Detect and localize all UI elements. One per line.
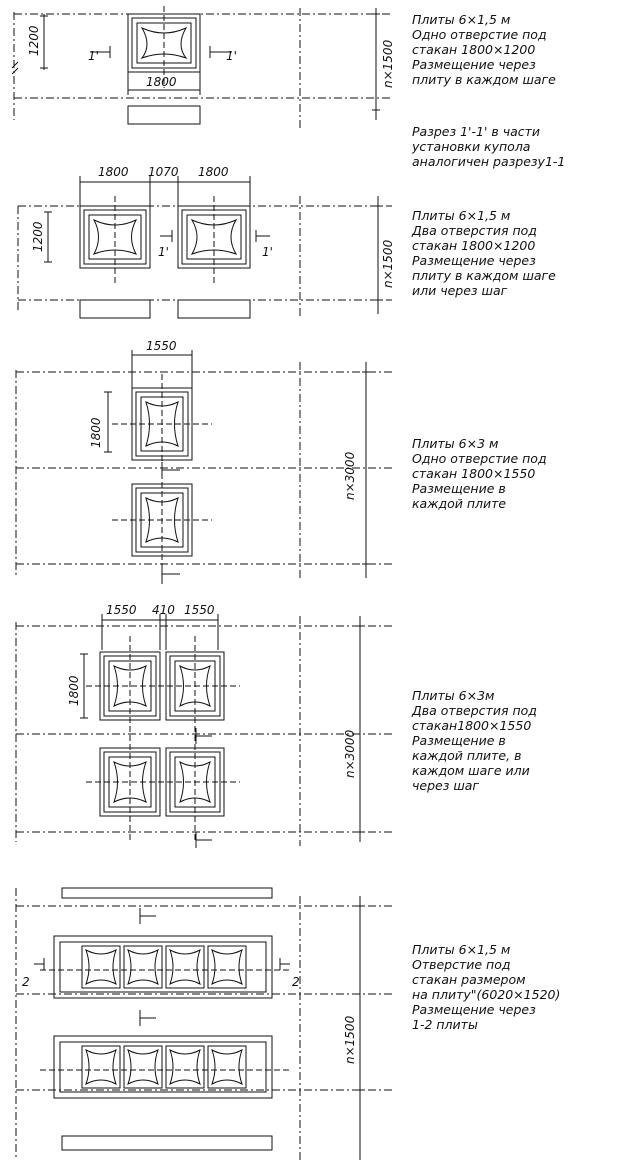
dim-p3-width: 1550: [146, 339, 177, 353]
note-panel-4: Плиты 6×3м Два отверстия под стакан1800×…: [412, 688, 617, 793]
dim-p2-height: 1200: [31, 221, 45, 252]
note-line: Плиты 6×3 м: [412, 436, 499, 451]
dim-p1-height: 1200: [27, 25, 41, 56]
dim-p2-step: n×1500: [381, 239, 395, 288]
panel-1-single-opening-6x1.5: [11, 6, 392, 128]
note-line: стакан размером: [412, 972, 526, 987]
dim-p3-height: 1800: [89, 417, 103, 448]
note-line: 1-2 плиты: [412, 1017, 478, 1032]
dim-p2-width-a: 1800: [98, 165, 129, 179]
note-line: через шаг: [412, 778, 479, 793]
note-line: Разрез 1'-1' в части: [412, 124, 541, 139]
note-line: Размещение через: [412, 57, 536, 72]
note-line: или через шаг: [412, 283, 508, 298]
note-panel-3: Плиты 6×3 м Одно отверстие под стакан 18…: [412, 436, 617, 511]
note-line: Плиты 6×1,5 м: [412, 12, 511, 27]
note-line: Отверстие под: [412, 957, 511, 972]
dim-p4-width-b: 1550: [184, 603, 215, 617]
panel-4-two-openings-6x3: [15, 614, 392, 848]
dim-p4-gap: 410: [152, 603, 175, 617]
note-line: Плиты 6×1,5 м: [412, 208, 511, 223]
section-mark-p1-left: 1': [88, 49, 99, 63]
panel-2-two-openings-6x1.5: [17, 176, 392, 319]
dim-p1-width: 1800: [146, 75, 177, 89]
note-line: каждой плите: [412, 496, 507, 511]
dim-p4-step: n×3000: [343, 729, 357, 778]
note-panel-2: Плиты 6×1,5 м Два отверстия под стакан 1…: [412, 208, 617, 298]
dimension-labels: 1200 1800 n×1500 1' 1' 1800 1070 1800 12…: [22, 25, 395, 1064]
note-line: Два отверстия под: [412, 223, 537, 238]
note-line: плиту в каждом шаге: [412, 268, 556, 283]
section-mark-p5-right: 2: [292, 975, 300, 989]
note-line: стакан 1800×1550: [412, 466, 536, 481]
note-line: Размещение в: [412, 481, 506, 496]
note-line: Размещение через: [412, 253, 536, 268]
note-line: стакан 1800×1200: [412, 238, 536, 253]
section-mark-p5-left: 2: [22, 975, 30, 989]
note-line: Плиты 6×1,5 м: [412, 942, 511, 957]
note-line: каждой плите, в: [412, 748, 522, 763]
dim-p2-width-b: 1800: [198, 165, 229, 179]
note-line: Плиты 6×3м: [412, 688, 495, 703]
note-section-remark: Разрез 1'-1' в части установки купола ан…: [412, 124, 617, 169]
note-line: Два отверстия под: [412, 703, 537, 718]
dim-p4-height: 1800: [67, 675, 81, 706]
dim-p4-width-a: 1550: [106, 603, 137, 617]
section-mark-p2-right: 1': [262, 245, 273, 259]
dim-p1-step: n×1500: [381, 39, 395, 88]
note-line: на плиту"(6020×1520): [412, 987, 561, 1002]
note-line: аналогичен разрезу1-1: [412, 154, 566, 169]
panel-5-large-opening-6x1.5: [15, 887, 392, 1160]
note-line: Размещение в: [412, 733, 506, 748]
section-mark-p1-right: 1': [226, 49, 237, 63]
dim-p2-gap: 1070: [148, 165, 179, 179]
note-line: стакан 1800×1200: [412, 42, 536, 57]
note-line: плиту в каждом шаге: [412, 72, 556, 87]
dim-p3-step: n×3000: [343, 451, 357, 500]
section-mark-p2-left: 1': [158, 245, 169, 259]
note-panel-5: Плиты 6×1,5 м Отверстие под стакан разме…: [412, 942, 617, 1032]
note-line: каждом шаге или: [412, 763, 530, 778]
note-line: Одно отверстие под: [412, 27, 547, 42]
note-panel-1: Плиты 6×1,5 м Одно отверстие под стакан …: [412, 12, 617, 87]
panel-3-single-opening-6x3: [15, 350, 392, 584]
note-line: Одно отверстие под: [412, 451, 547, 466]
note-line: стакан1800×1550: [412, 718, 532, 733]
dim-p5-step: n×1500: [343, 1015, 357, 1064]
note-line: установки купола: [412, 139, 531, 154]
note-line: Размещение через: [412, 1002, 536, 1017]
